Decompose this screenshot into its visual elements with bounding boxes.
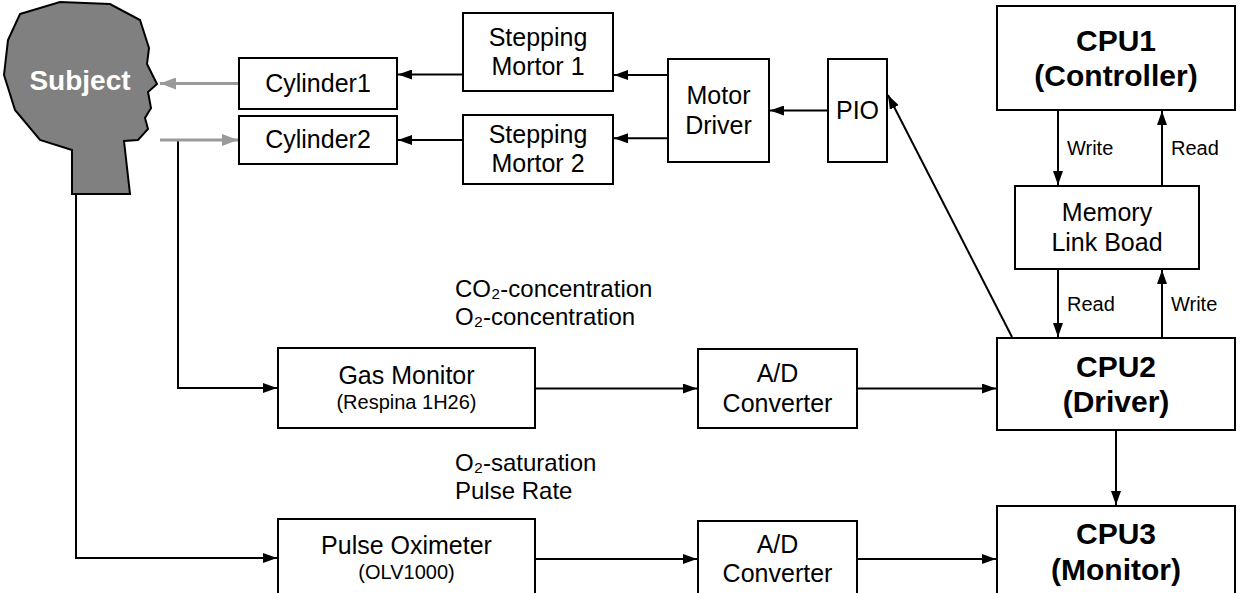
box-title: A/D Converter: [711, 530, 844, 589]
edge-label: Write: [1067, 137, 1113, 159]
box-title: Gas Monitor: [338, 361, 474, 391]
connector-arrow: [1115, 431, 1117, 505]
box-title: CPU3: [1076, 516, 1156, 551]
cpu-box: CPU2(Driver): [996, 337, 1236, 431]
box-subtitle: (Monitor): [1051, 552, 1181, 587]
connector-arrow: [614, 137, 667, 139]
box-title: Stepping Mortor 1: [472, 23, 604, 82]
connector-arrow: [888, 95, 1012, 337]
signal-label: O₂-concentration: [455, 304, 635, 330]
process-box: Cylinder1: [238, 57, 398, 110]
memory-box: Memory Link Boad: [1014, 185, 1200, 270]
signal-label: CO₂-concentration: [455, 276, 652, 302]
box-title: Memory Link Boad: [1046, 198, 1168, 257]
box-subtitle: (Driver): [1063, 384, 1170, 419]
connector-arrow: [398, 139, 462, 141]
connector-arrow: [614, 74, 667, 76]
subject-head: Subject: [0, 0, 160, 195]
motor-box: Stepping Mortor 1: [462, 12, 614, 92]
connector-arrow: [536, 388, 697, 390]
head-outline: [0, 0, 160, 195]
connector-arrow: [398, 74, 462, 76]
cpu-box: CPU1(Controller): [996, 5, 1236, 111]
connector-arrow: [536, 558, 697, 560]
driver-box: Motor Driver: [667, 58, 770, 163]
box-title: Cylinder2: [265, 125, 371, 155]
signal-label: Pulse Rate: [455, 478, 572, 504]
cpu-box: CPU3(Monitor): [996, 505, 1236, 593]
connector-arrow: [858, 388, 996, 390]
box-subtitle: (Respina 1H26): [336, 391, 476, 415]
edge-label: Read: [1171, 137, 1219, 159]
box-title: Motor Driver: [677, 81, 760, 140]
monitor-box: Pulse Oximeter(OLV1000): [277, 518, 536, 593]
box-title: Pulse Oximeter: [321, 531, 492, 561]
converter-box: A/D Converter: [697, 348, 858, 429]
process-box: Cylinder2: [238, 115, 398, 165]
box-title: PIO: [836, 96, 879, 126]
box-title: Cylinder1: [265, 69, 371, 99]
connector-arrow: [1161, 270, 1163, 337]
head-shape: [4, 2, 157, 194]
connector-arrow: [1161, 111, 1163, 185]
box-title: CPU1: [1076, 23, 1156, 58]
signal-label: O₂-saturation: [455, 450, 596, 476]
box-subtitle: (OLV1000): [358, 561, 454, 585]
connector-arrow: [160, 139, 238, 142]
motor-box: Stepping Mortor 2: [462, 114, 614, 185]
box-title: Subject: [29, 64, 130, 97]
connector-arrow: [770, 110, 827, 112]
connector-arrow: [160, 140, 277, 388]
connector-arrow: [76, 195, 277, 558]
connector-arrow: [858, 558, 996, 560]
box-title: CPU2: [1076, 349, 1156, 384]
box-title: Stepping Mortor 2: [472, 120, 604, 179]
pio-box: PIO: [827, 58, 888, 163]
converter-box: A/D Converter: [697, 520, 858, 593]
edge-label: Write: [1171, 293, 1217, 315]
monitor-box: Gas Monitor(Respina 1H26): [277, 347, 536, 429]
connector-arrow: [1057, 270, 1059, 337]
box-subtitle: (Controller): [1034, 58, 1197, 93]
box-title: A/D Converter: [711, 359, 844, 418]
edge-label: Read: [1067, 293, 1115, 315]
connector-arrow: [1057, 111, 1059, 185]
connector-arrow: [160, 82, 238, 85]
